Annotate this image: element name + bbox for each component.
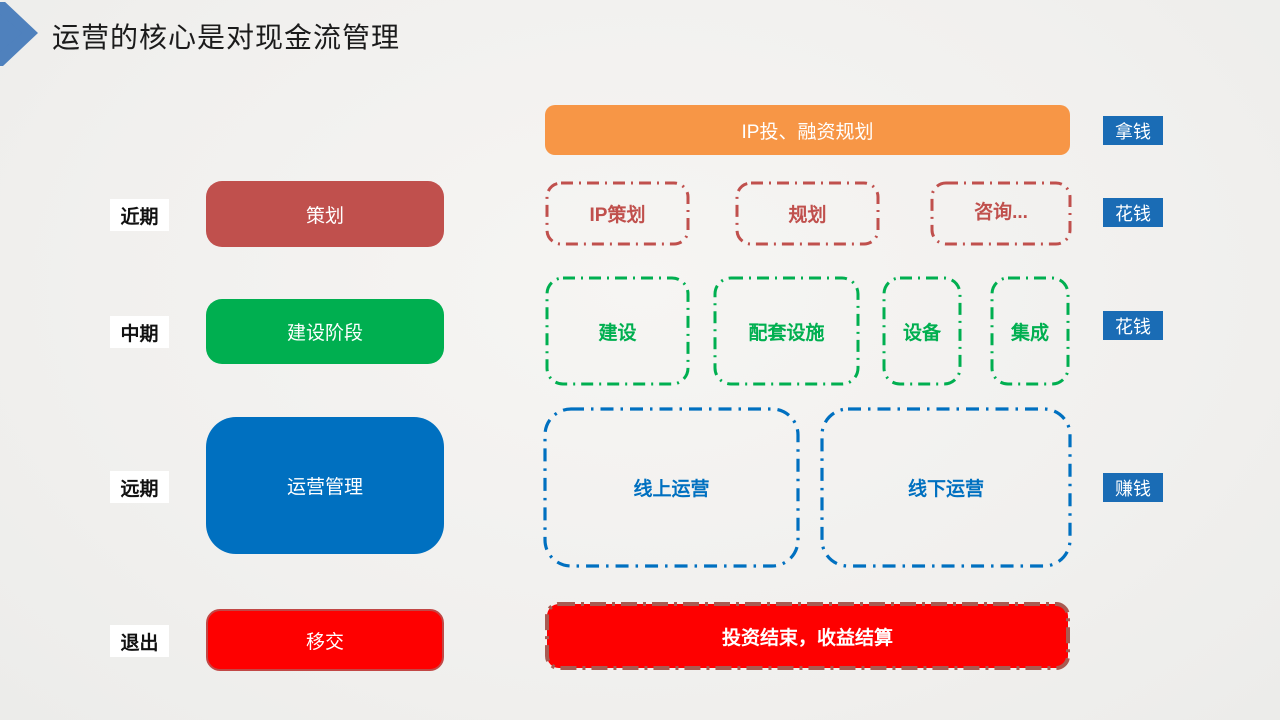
period-label-exit: 退出: [110, 625, 169, 657]
dashed-box-integration-label: 集成: [1010, 322, 1049, 344]
page-title: 运营的核心是对现金流管理: [52, 22, 401, 53]
dashed-box-ip-planning-label: IP策划: [589, 205, 646, 226]
funding-plan-bar: IP投、融资规划: [545, 105, 1070, 155]
dash-border: [543, 407, 800, 568]
stage-box-construction-label: 建设阶段: [286, 323, 363, 344]
dashed-box-ip-planning: IP策划: [545, 181, 690, 246]
settlement-bar-label: 投资结束，收益结算: [721, 627, 893, 649]
stage-box-construction: 建设阶段: [206, 299, 444, 364]
dash-border: [713, 276, 860, 386]
dashed-box-online-operation: 线上运营: [543, 407, 800, 568]
dashed-box-construction: 建设: [545, 276, 690, 386]
period-label-long-term: 远期: [110, 471, 169, 503]
dashed-box-online-operation-label: 线上运营: [633, 479, 710, 500]
stage-box-planning-label: 策划: [305, 205, 344, 227]
badge-spend-money-construction: 花钱: [1103, 311, 1163, 340]
dash-border: [545, 181, 690, 246]
stage-box-operation: 运营管理: [206, 417, 444, 554]
period-label-near-term: 近期: [110, 199, 169, 231]
dashed-box-consulting: 咨询...: [930, 181, 1072, 246]
dashed-box-facilities: 配套设施: [713, 276, 860, 386]
dash-border: [882, 276, 962, 386]
dash-border: [990, 276, 1070, 386]
stage-box-handover-label: 移交: [305, 631, 344, 653]
badge-earn-money: 赚钱: [1103, 473, 1163, 502]
dashed-box-equipment: 设备: [882, 276, 962, 386]
dashed-box-construction-label: 建设: [598, 322, 637, 344]
dash-border: [820, 407, 1072, 568]
badge-get-money: 拿钱: [1103, 116, 1163, 145]
dash-border: [930, 181, 1072, 246]
dashed-box-integration: 集成: [990, 276, 1070, 386]
funding-plan-label: IP投、融资规划: [741, 121, 874, 143]
dashed-box-offline-operation-label: 线下运营: [907, 479, 984, 500]
dashed-box-facilities-label: 配套设施: [748, 322, 825, 344]
dashed-box-consulting-label: 咨询...: [974, 202, 1028, 223]
stage-box-planning: 策划: [206, 181, 444, 247]
dash-border: [735, 181, 880, 246]
dash-border: [545, 602, 1070, 670]
dashed-box-planning-label: 规划: [788, 205, 827, 226]
stage-box-operation-label: 运营管理: [286, 477, 363, 498]
badge-spend-money-planning: 花钱: [1103, 198, 1163, 227]
settlement-bar: 投资结束，收益结算: [545, 602, 1070, 670]
chevron-bullet-icon: [0, 2, 38, 66]
period-label-mid-term: 中期: [110, 316, 169, 348]
dashed-box-equipment-label: 设备: [902, 322, 941, 344]
dashed-box-offline-operation: 线下运营: [820, 407, 1072, 568]
stage-box-handover: 移交: [206, 609, 444, 671]
dash-border: [545, 276, 690, 386]
dashed-box-planning: 规划: [735, 181, 880, 246]
slide-header: 运营的核心是对现金流管理: [0, 0, 1280, 70]
